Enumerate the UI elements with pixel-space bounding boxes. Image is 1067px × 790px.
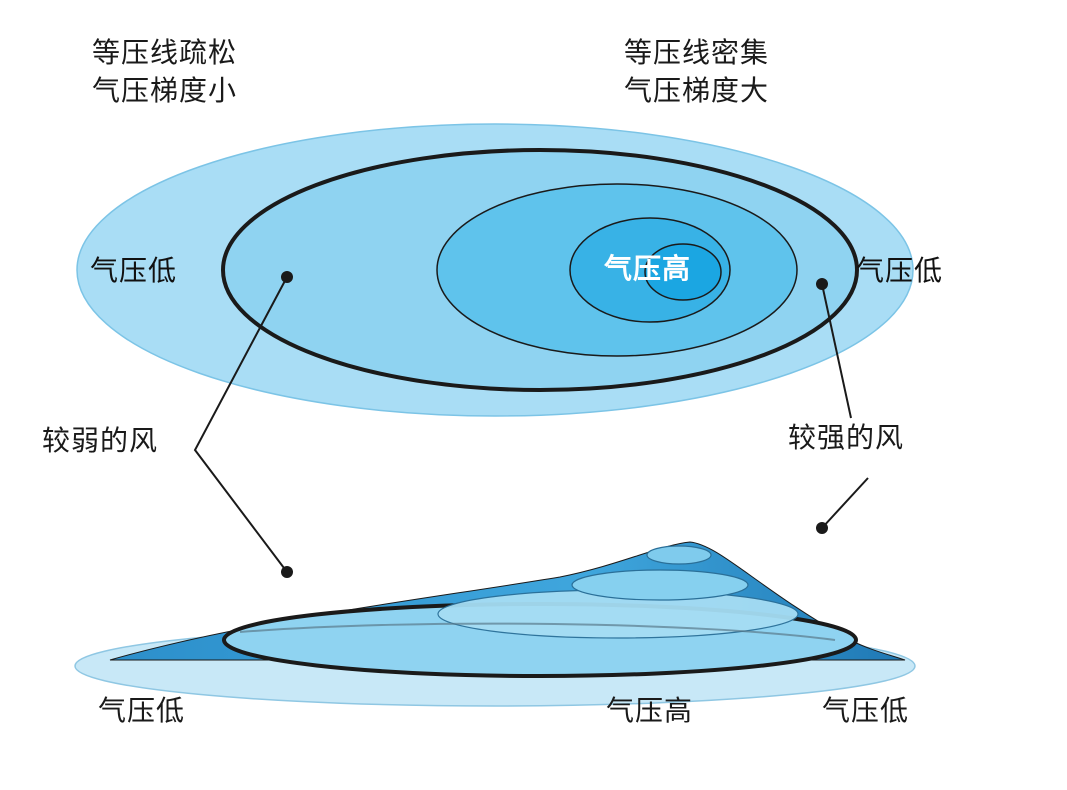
header-right-line1: 等压线密集: [624, 36, 770, 69]
profile-high-center: 气压高: [606, 694, 694, 727]
pressure-profile: [74, 541, 916, 707]
header-right-line2: 气压梯度大: [624, 74, 770, 107]
weak-wind-leader: [193, 276, 288, 573]
isobar-map: [76, 123, 914, 417]
label-strong-wind: 较强的风: [788, 421, 905, 454]
map-low-left: 气压低: [90, 254, 178, 287]
profile-low-right: 气压低: [822, 694, 910, 727]
header-left-line1: 等压线疏松: [92, 36, 238, 69]
header-left-line2: 气压梯度小: [92, 74, 238, 107]
strong-wind-leader-top: [821, 283, 852, 419]
leader-lines: [193, 276, 869, 573]
map-low-right: 气压低: [856, 254, 944, 287]
map-high-center: 气压高: [604, 252, 692, 285]
point-strong-wind-profile: [816, 522, 828, 534]
profile-isobar-5: [646, 545, 712, 565]
profile-isobar-4: [571, 569, 749, 601]
strong-wind-leader-bottom: [821, 477, 869, 529]
isobar-5: [644, 243, 722, 301]
profile-low-left: 气压低: [98, 694, 186, 727]
point-weak-wind-profile: [281, 566, 293, 578]
label-weak-wind: 较弱的风: [42, 424, 159, 457]
profile-contour-line: [239, 622, 836, 641]
